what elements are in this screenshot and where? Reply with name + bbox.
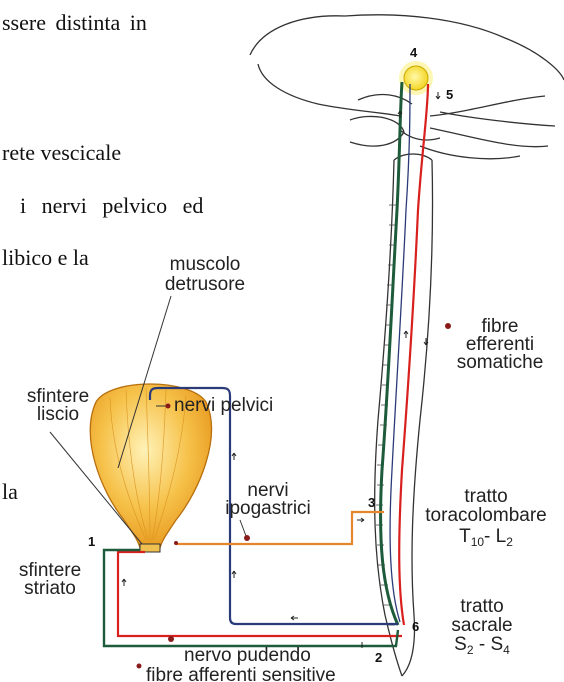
label-ipogastrici: ipogastrici	[225, 498, 311, 519]
red-descending-pathway	[399, 84, 428, 625]
label-muscolo: muscolo	[170, 254, 241, 275]
marker-3: 3	[368, 495, 375, 510]
marker-5: 5	[446, 87, 453, 102]
label-toracolombare-segments: T10- L2	[459, 526, 513, 549]
label-tratto-1: tratto	[464, 486, 507, 507]
pontine-center-icon	[404, 66, 428, 90]
label-nervi-pelvici: nervi pelvici	[174, 395, 273, 416]
direction-arrows	[122, 92, 440, 648]
label-fibre-efferenti-3: somatiche	[457, 352, 544, 373]
label-nervo-pudendo: nervo pudendo	[184, 645, 311, 666]
marker-2: 2	[375, 650, 382, 665]
label-fibre-afferenti: fibre afferenti sensitive	[146, 665, 336, 682]
spinal-cord	[375, 154, 433, 676]
label-sacrale: sacrale	[451, 615, 512, 636]
label-sacrale-segments: S2 - S4	[454, 634, 510, 657]
label-tratto-2: tratto	[460, 596, 503, 617]
label-sfintere-liscio-2: liscio	[37, 404, 79, 425]
marker-1: 1	[88, 534, 95, 549]
afferent-fiber-pathway	[104, 550, 398, 646]
label-sfintere-striato-2: striato	[24, 578, 76, 599]
label-detrusore: detrusore	[165, 274, 245, 295]
marker-4: 4	[410, 45, 418, 60]
bladder-neck	[140, 544, 160, 552]
label-toracolombare: toracolombare	[425, 505, 546, 526]
marker-6: 6	[412, 619, 419, 634]
